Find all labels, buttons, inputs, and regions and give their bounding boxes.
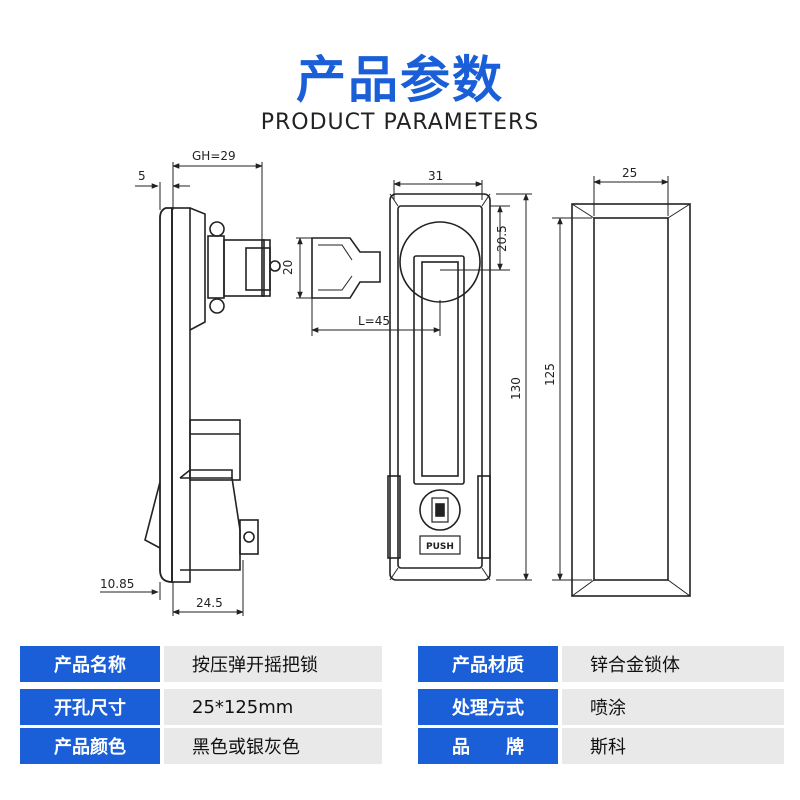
push-label: PUSH (426, 542, 454, 552)
dim-24-5: 24.5 (196, 596, 223, 610)
front-outer-frame (389, 193, 491, 581)
spec-label: 产品颜色 (20, 728, 160, 764)
dim-l45: L=45 (358, 314, 390, 328)
dim-gh: GH=29 (192, 149, 236, 163)
spec-row-right-2: 品 牌 斯科 (418, 728, 784, 764)
dim-31: 31 (428, 169, 443, 183)
technical-drawing: GH=29 5 10.85 24.5 (100, 149, 691, 616)
cutout-inner (593, 217, 669, 581)
spec-row-right-1: 处理方式 喷涂 (418, 689, 784, 725)
spec-value: 25*125mm (164, 689, 382, 725)
dim-20: 20 (281, 260, 295, 275)
spec-row-left-2: 产品颜色 黑色或银灰色 (20, 728, 382, 764)
spec-label: 产品名称 (20, 646, 160, 682)
dim-20-5: 20.5 (495, 225, 509, 252)
spec-value: 锌合金锁体 (562, 646, 784, 682)
side-body-frame (171, 207, 191, 583)
side-latch-housing (189, 419, 241, 481)
spec-label: 开孔尺寸 (20, 689, 160, 725)
dim-25: 25 (622, 166, 637, 180)
spec-row-left-0: 产品名称 按压弹开摇把锁 (20, 646, 382, 682)
spec-label: 处理方式 (418, 689, 558, 725)
spec-row-right-0: 产品材质 锌合金锁体 (418, 646, 784, 682)
front-view (296, 180, 532, 581)
dim-10-85: 10.85 (100, 577, 134, 591)
spec-label: 产品材质 (418, 646, 558, 682)
dim-130: 130 (509, 377, 523, 400)
push-button (419, 535, 461, 555)
page-title: 产品参数 (296, 51, 504, 109)
front-cam-rod (311, 237, 381, 299)
side-screw-top (209, 221, 225, 237)
side-screw-bottom (209, 298, 225, 314)
cutout-outer (571, 203, 691, 597)
spec-value: 斯科 (562, 728, 784, 764)
front-lock-cylinder (419, 489, 461, 531)
side-view (100, 162, 281, 616)
spec-value: 喷涂 (562, 689, 784, 725)
spec-row-left-1: 开孔尺寸 25*125mm (20, 689, 382, 725)
spec-label: 品 牌 (418, 728, 558, 764)
dim-5: 5 (138, 169, 146, 183)
dim-125: 125 (543, 363, 557, 386)
side-handle-profile (189, 207, 206, 331)
spec-value: 按压弹开摇把锁 (164, 646, 382, 682)
side-front-plate (159, 207, 173, 583)
side-lower-bracket (180, 477, 241, 571)
side-cam (223, 239, 265, 297)
page-subtitle: PRODUCT PARAMETERS (260, 110, 540, 135)
spec-value: 黑色或银灰色 (164, 728, 382, 764)
front-handle (413, 255, 465, 485)
cutout-view (552, 176, 691, 597)
